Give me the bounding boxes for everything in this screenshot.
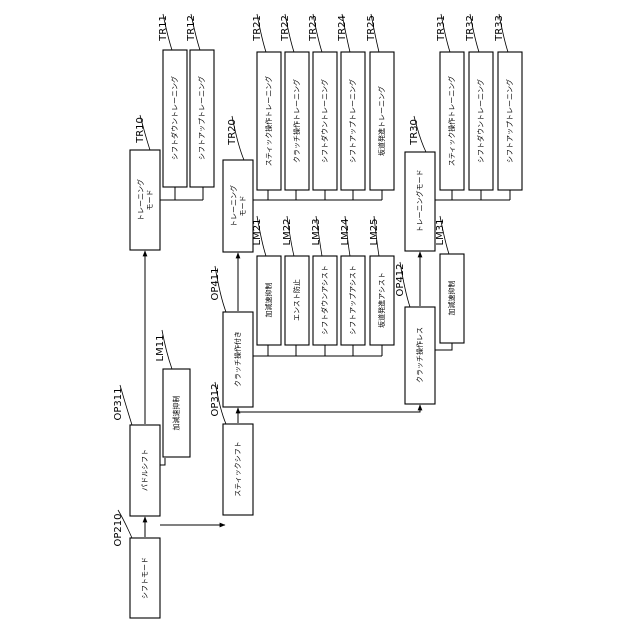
node-tr11-label: シフトダウントレーニング <box>170 76 179 160</box>
node-tr23-label: シフトダウントレーニング <box>320 79 329 163</box>
ref-tr21: TR21 <box>252 15 263 42</box>
node-tr24-label: シフトアップトレーニング <box>348 79 357 163</box>
node-lm21[interactable]: 加減速抑制 <box>257 256 281 345</box>
ref-tr33: TR33 <box>494 15 505 42</box>
node-lm11-label: 加減速抑制 <box>172 396 181 431</box>
node-lm25-label: 坂道発進アシスト <box>377 272 386 328</box>
node-tr10-label-line1: トレーニング <box>136 179 145 221</box>
node-lm21-label: 加減速抑制 <box>264 283 273 318</box>
connectors <box>145 187 510 537</box>
node-lm11[interactable]: 加減速抑制 <box>163 369 190 457</box>
ref-lm11: LM11 <box>155 335 166 362</box>
node-tr20[interactable]: トレーニング モード <box>223 160 253 252</box>
ref-op312: OP312 <box>210 384 221 417</box>
node-tr30-label: トレーニングモード <box>415 170 424 233</box>
node-lm24-label: シフトアップアシスト <box>349 265 357 335</box>
node-op210[interactable]: シフトモード <box>130 538 160 618</box>
node-tr33-label: シフトアップトレーニング <box>505 79 514 163</box>
node-tr25-label: 坂道発進トレーニング <box>377 86 386 156</box>
ref-op412: OP412 <box>395 264 406 297</box>
node-tr25[interactable]: 坂道発進トレーニング <box>370 52 394 190</box>
node-op411-label: クラッチ操作付き <box>233 331 242 387</box>
node-tr32-label: シフトダウントレーニング <box>476 79 485 163</box>
boxes: シフトモード パドルシフト 加減速抑制 トレーニング モード シフトダウントレー… <box>130 50 522 618</box>
ref-tr11: TR11 <box>158 15 169 42</box>
edge-op312-op412 <box>238 405 420 412</box>
node-tr11[interactable]: シフトダウントレーニング <box>163 50 187 187</box>
node-tr30[interactable]: トレーニングモード <box>405 152 435 251</box>
ref-tr24: TR24 <box>337 15 348 42</box>
node-tr21[interactable]: スティック操作トレーニング <box>257 52 281 190</box>
ref-tr25: TR25 <box>366 15 377 42</box>
ref-lm31: LM31 <box>435 219 446 246</box>
node-op312-label: スティックシフト <box>234 441 242 497</box>
node-lm25[interactable]: 坂道発進アシスト <box>370 256 394 345</box>
node-op311-label: パドルシフト <box>141 449 149 491</box>
node-lm31-label: 加減速抑制 <box>447 281 456 316</box>
node-tr32[interactable]: シフトダウントレーニング <box>469 52 493 190</box>
ref-tr20: TR20 <box>227 119 238 146</box>
edge-tr10-tr11 <box>160 187 175 200</box>
ref-lm23: LM23 <box>311 219 322 246</box>
node-tr21-label: スティック操作トレーニング <box>264 76 273 167</box>
node-lm31[interactable]: 加減速抑制 <box>440 254 464 343</box>
node-tr10-label-line2: モード <box>146 190 154 211</box>
ref-tr23: TR23 <box>308 15 319 42</box>
node-lm24[interactable]: シフトアップアシスト <box>341 256 365 345</box>
node-lm22[interactable]: エンスト防止 <box>285 256 309 345</box>
node-tr22[interactable]: クラッチ操作トレーニング <box>285 52 309 190</box>
node-tr12[interactable]: シフトアップトレーニング <box>190 50 214 187</box>
node-op412-label: クラッチ操作レス <box>415 327 424 383</box>
node-tr31[interactable]: スティック操作トレーニング <box>440 52 464 190</box>
node-op412[interactable]: クラッチ操作レス <box>405 307 435 404</box>
edge-op412-lm31 <box>435 343 452 350</box>
node-op311[interactable]: パドルシフト <box>130 425 160 516</box>
node-op210-label: シフトモード <box>141 557 149 599</box>
node-op411[interactable]: クラッチ操作付き <box>223 312 253 407</box>
node-lm23-label: シフトダウンアシスト <box>320 265 329 335</box>
edge-op311-lm11 <box>160 458 165 465</box>
node-tr24[interactable]: シフトアップトレーニング <box>341 52 365 190</box>
node-tr31-label: スティック操作トレーニング <box>447 76 456 167</box>
ref-tr22: TR22 <box>280 15 291 42</box>
node-lm23[interactable]: シフトダウンアシスト <box>313 256 337 345</box>
node-tr20-label-line2: モード <box>239 196 247 217</box>
ref-tr12: TR12 <box>186 15 197 42</box>
ref-tr31: TR31 <box>436 15 447 42</box>
node-tr12-label: シフトアップトレーニング <box>197 76 206 160</box>
node-tr20-label-line1: トレーニング <box>229 185 238 227</box>
node-lm22-label: エンスト防止 <box>292 279 301 321</box>
ref-lm21: LM21 <box>252 219 263 246</box>
node-tr23[interactable]: シフトダウントレーニング <box>313 52 337 190</box>
node-op312[interactable]: スティックシフト <box>223 424 253 515</box>
ref-tr32: TR32 <box>465 15 476 42</box>
node-tr22-label: クラッチ操作トレーニング <box>292 79 301 163</box>
node-tr10[interactable]: トレーニング モード <box>130 150 160 250</box>
node-tr33[interactable]: シフトアップトレーニング <box>498 52 522 190</box>
ref-op411: OP411 <box>210 268 221 301</box>
